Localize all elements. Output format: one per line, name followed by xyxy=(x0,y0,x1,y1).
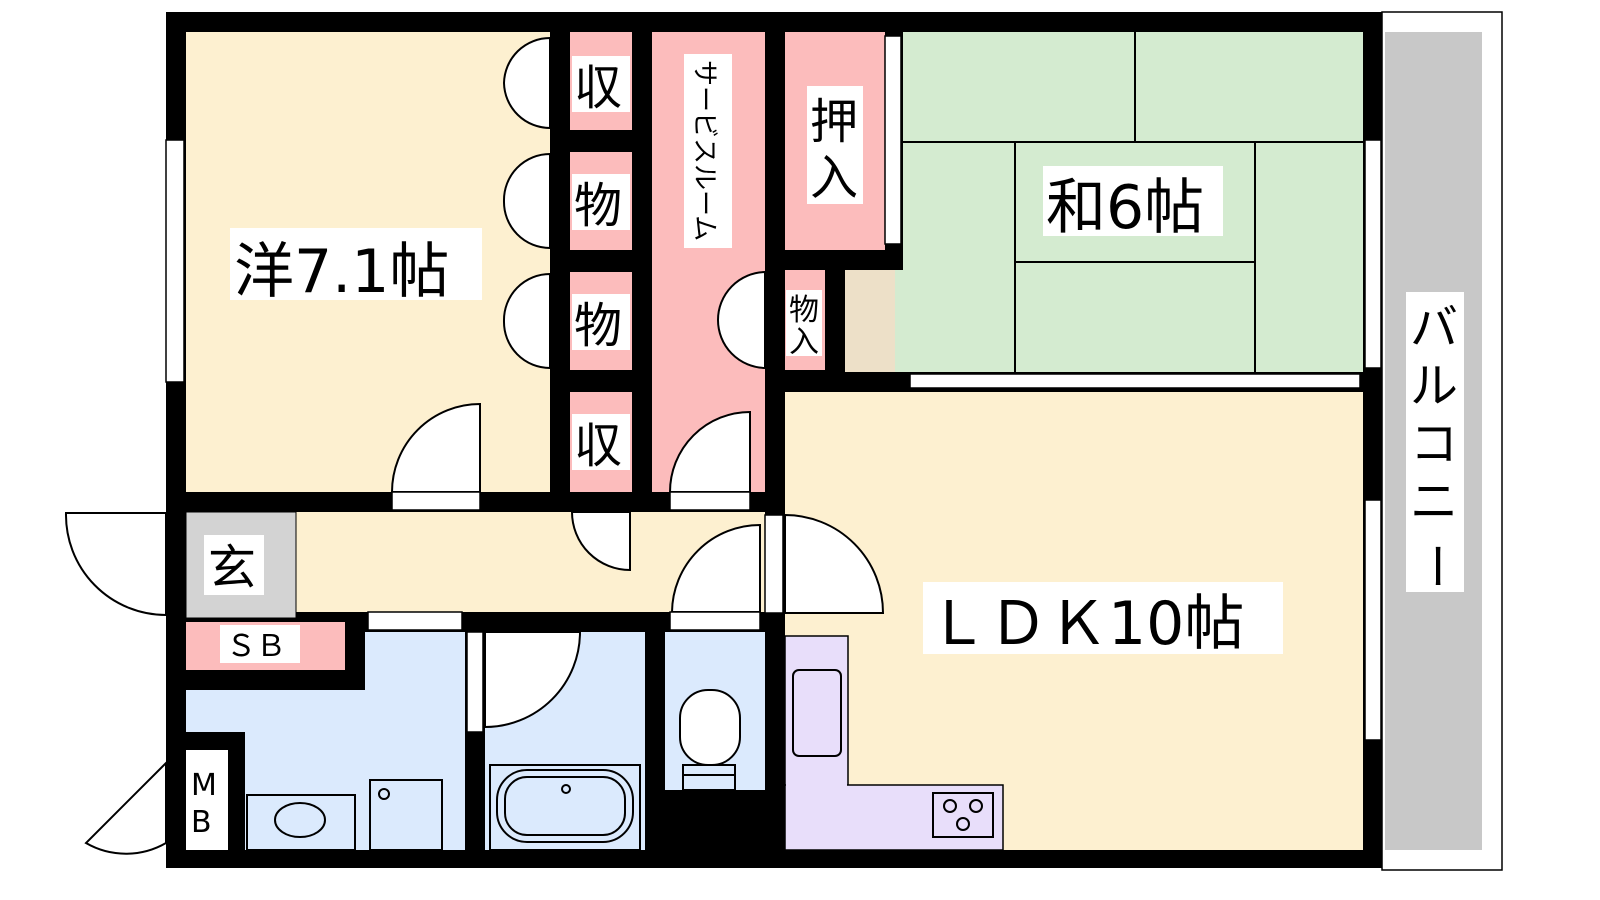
storage-label-4: 収 xyxy=(574,418,622,474)
stove-icon xyxy=(932,792,994,838)
monoire-label-1: 物 xyxy=(789,293,819,328)
windows[interactable] xyxy=(165,35,1382,741)
balcony-label-1: バ xyxy=(1410,300,1458,356)
storage-label-2: 物 xyxy=(574,178,622,234)
western-room-label: 洋7.1帖 xyxy=(234,237,449,307)
oshiire-label-1: 押 xyxy=(810,94,858,150)
balcony-label-5: ー xyxy=(1408,542,1464,590)
japanese-room-label: 和6帖 xyxy=(1046,173,1204,243)
oshiire-label-2: 入 xyxy=(810,150,858,206)
washing-machine-icon xyxy=(369,779,443,851)
shoe-box-label: ＳＢ xyxy=(226,629,286,664)
meter-box-label-1: M xyxy=(191,768,217,803)
balcony-label-3: コ xyxy=(1410,416,1458,472)
washbasin-icon xyxy=(246,794,356,851)
meter-box xyxy=(186,750,228,850)
balcony-label-4: ニ xyxy=(1410,474,1458,530)
toilet-icon xyxy=(679,689,741,791)
storage-label-3: 物 xyxy=(574,298,622,354)
ldk-label: ＬＤＫ10帖 xyxy=(928,589,1244,659)
meter-box-label-2: B xyxy=(191,805,212,840)
storage-label-1: 収 xyxy=(574,60,622,116)
pipe-space xyxy=(664,809,766,851)
alcove xyxy=(845,270,895,372)
doors[interactable] xyxy=(64,36,885,855)
sink-icon xyxy=(792,669,842,757)
monoire-label-2: 入 xyxy=(789,325,819,360)
service-room-label: サービスルーム xyxy=(689,60,719,241)
balcony-label-2: ル xyxy=(1410,358,1458,414)
bathtub-icon xyxy=(489,764,641,851)
genkan-label: 玄 xyxy=(208,540,256,596)
tatami-lines xyxy=(903,32,1363,372)
